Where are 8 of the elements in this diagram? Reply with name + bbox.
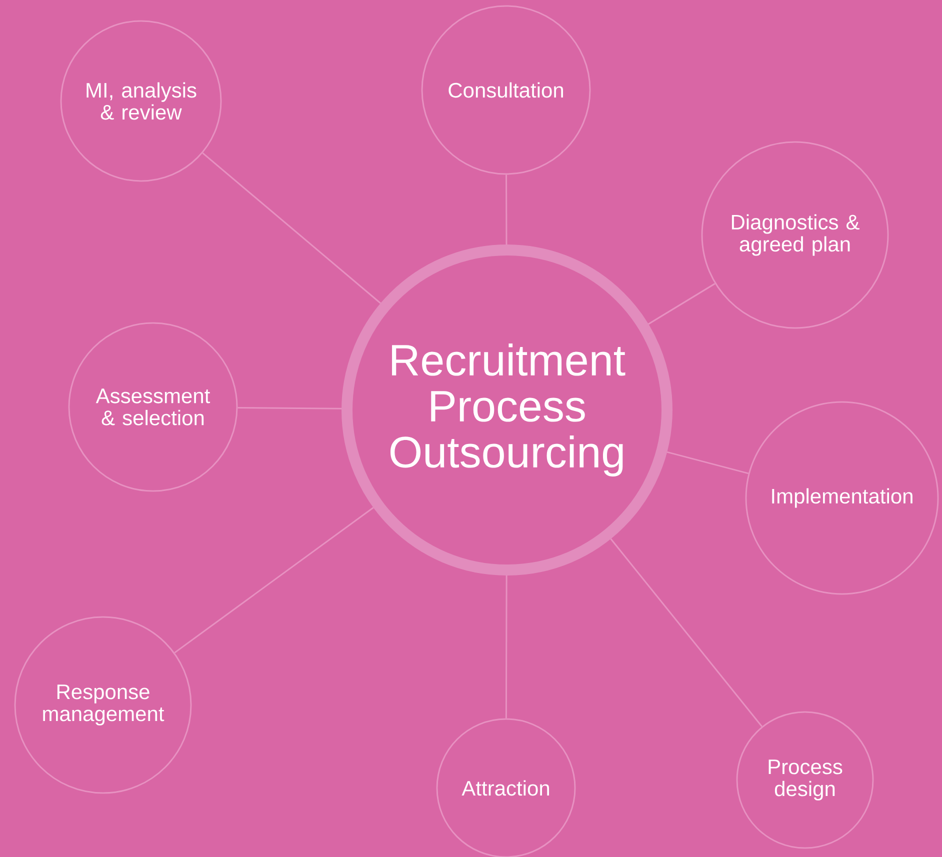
connector-line — [648, 283, 716, 325]
connector-line — [505, 576, 508, 718]
connector-line — [238, 406, 342, 410]
connector-line — [666, 451, 749, 474]
connector-line — [202, 152, 382, 304]
connector-line — [610, 538, 762, 727]
connector-line — [506, 174, 508, 245]
connector-line — [174, 507, 374, 654]
